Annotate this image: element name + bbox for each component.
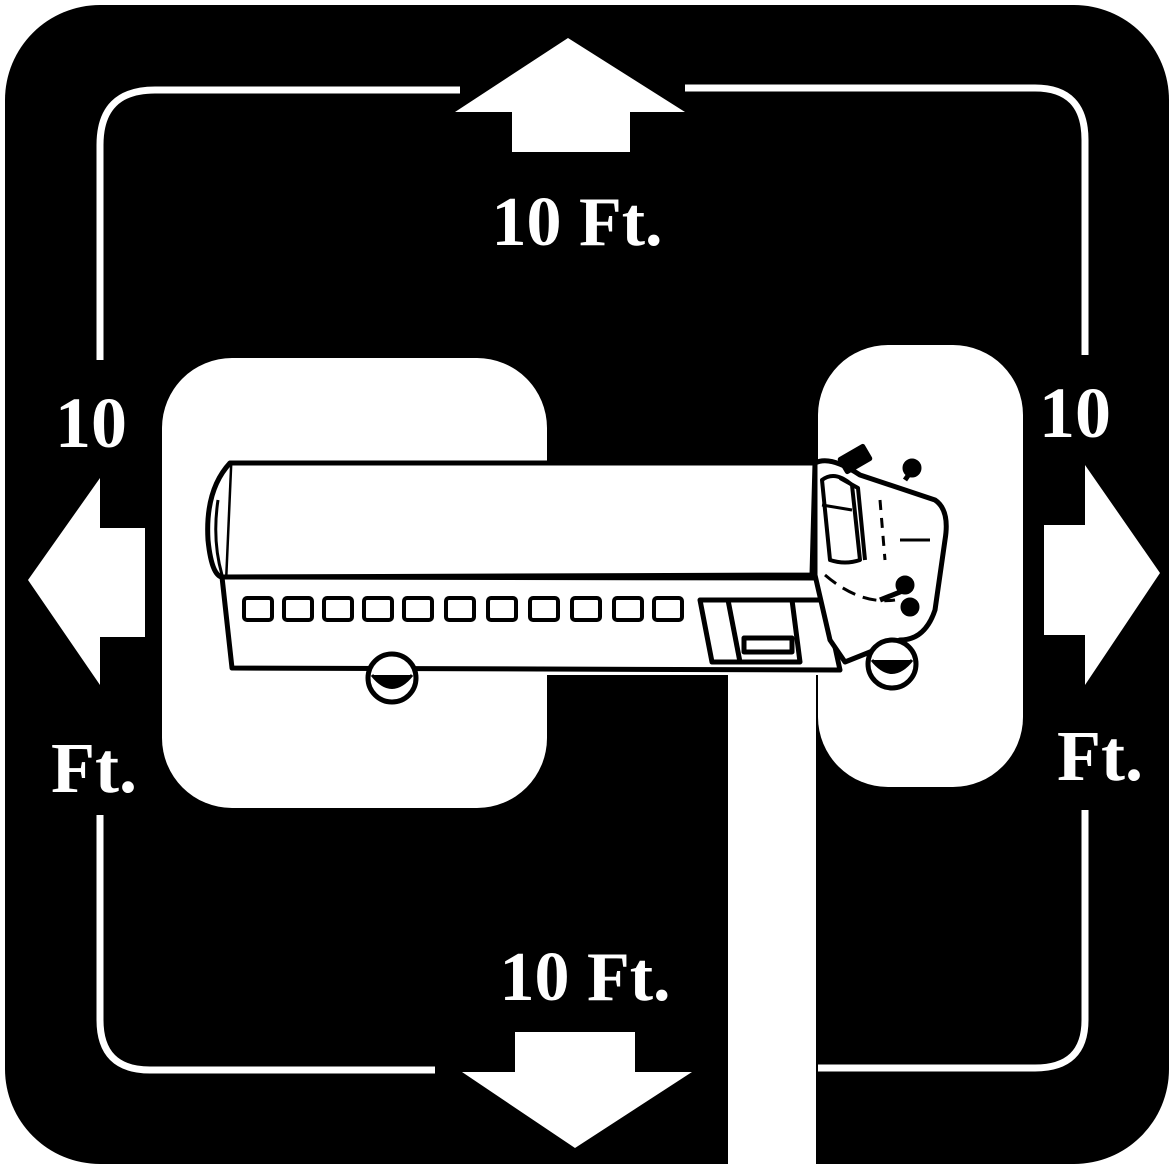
label-right-number: 10 [1039,373,1111,453]
zone-boundary [96,84,1089,1074]
bus-windows [242,596,684,622]
arrow-left-icon [28,478,145,685]
exit-gap [728,655,816,1169]
label-right-unit: Ft. [1057,716,1143,796]
label-bottom: 10 Ft. [499,939,670,1016]
arrow-right-icon [1044,465,1160,685]
label-top: 10 Ft. [491,184,662,261]
label-left-unit: Ft. [51,728,137,808]
school-bus-icon [205,443,949,705]
arrow-down-icon [462,1032,692,1148]
arrow-up-icon [455,38,685,152]
label-left-number: 10 [55,383,127,463]
